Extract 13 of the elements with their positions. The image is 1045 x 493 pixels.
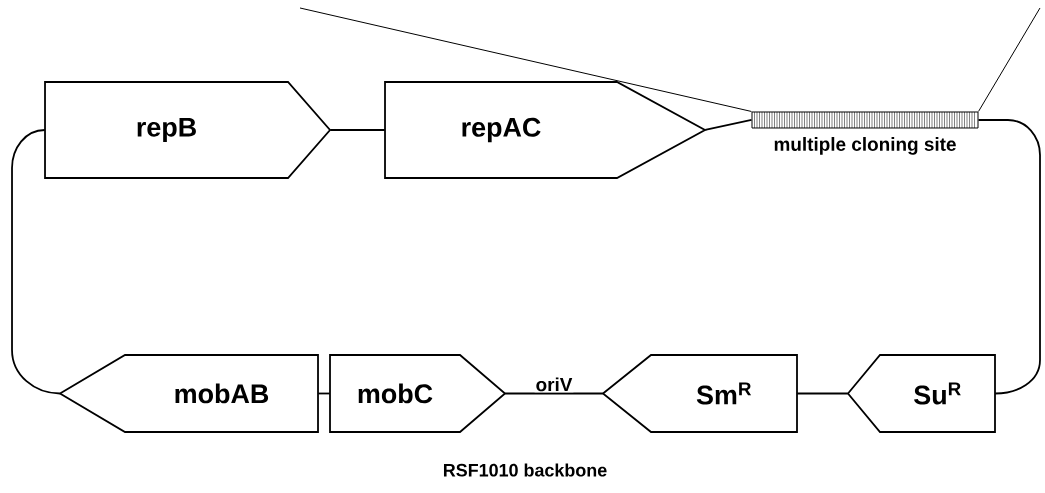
backbone-line <box>704 119 753 131</box>
caption: RSF1010 backbone <box>444 463 607 477</box>
cloning-site-bar: multiple cloning site <box>751 111 979 155</box>
node-label: multiple cloning site <box>774 137 956 155</box>
backbone-line <box>329 129 386 131</box>
backbone-line <box>977 119 1041 395</box>
backbone-line <box>504 392 604 395</box>
edge-label: oriV <box>534 376 574 393</box>
leader-line <box>299 7 752 112</box>
backbone-line <box>11 129 61 395</box>
leader-line <box>978 7 1041 112</box>
backbone-line <box>317 392 331 395</box>
backbone-line <box>796 392 849 395</box>
